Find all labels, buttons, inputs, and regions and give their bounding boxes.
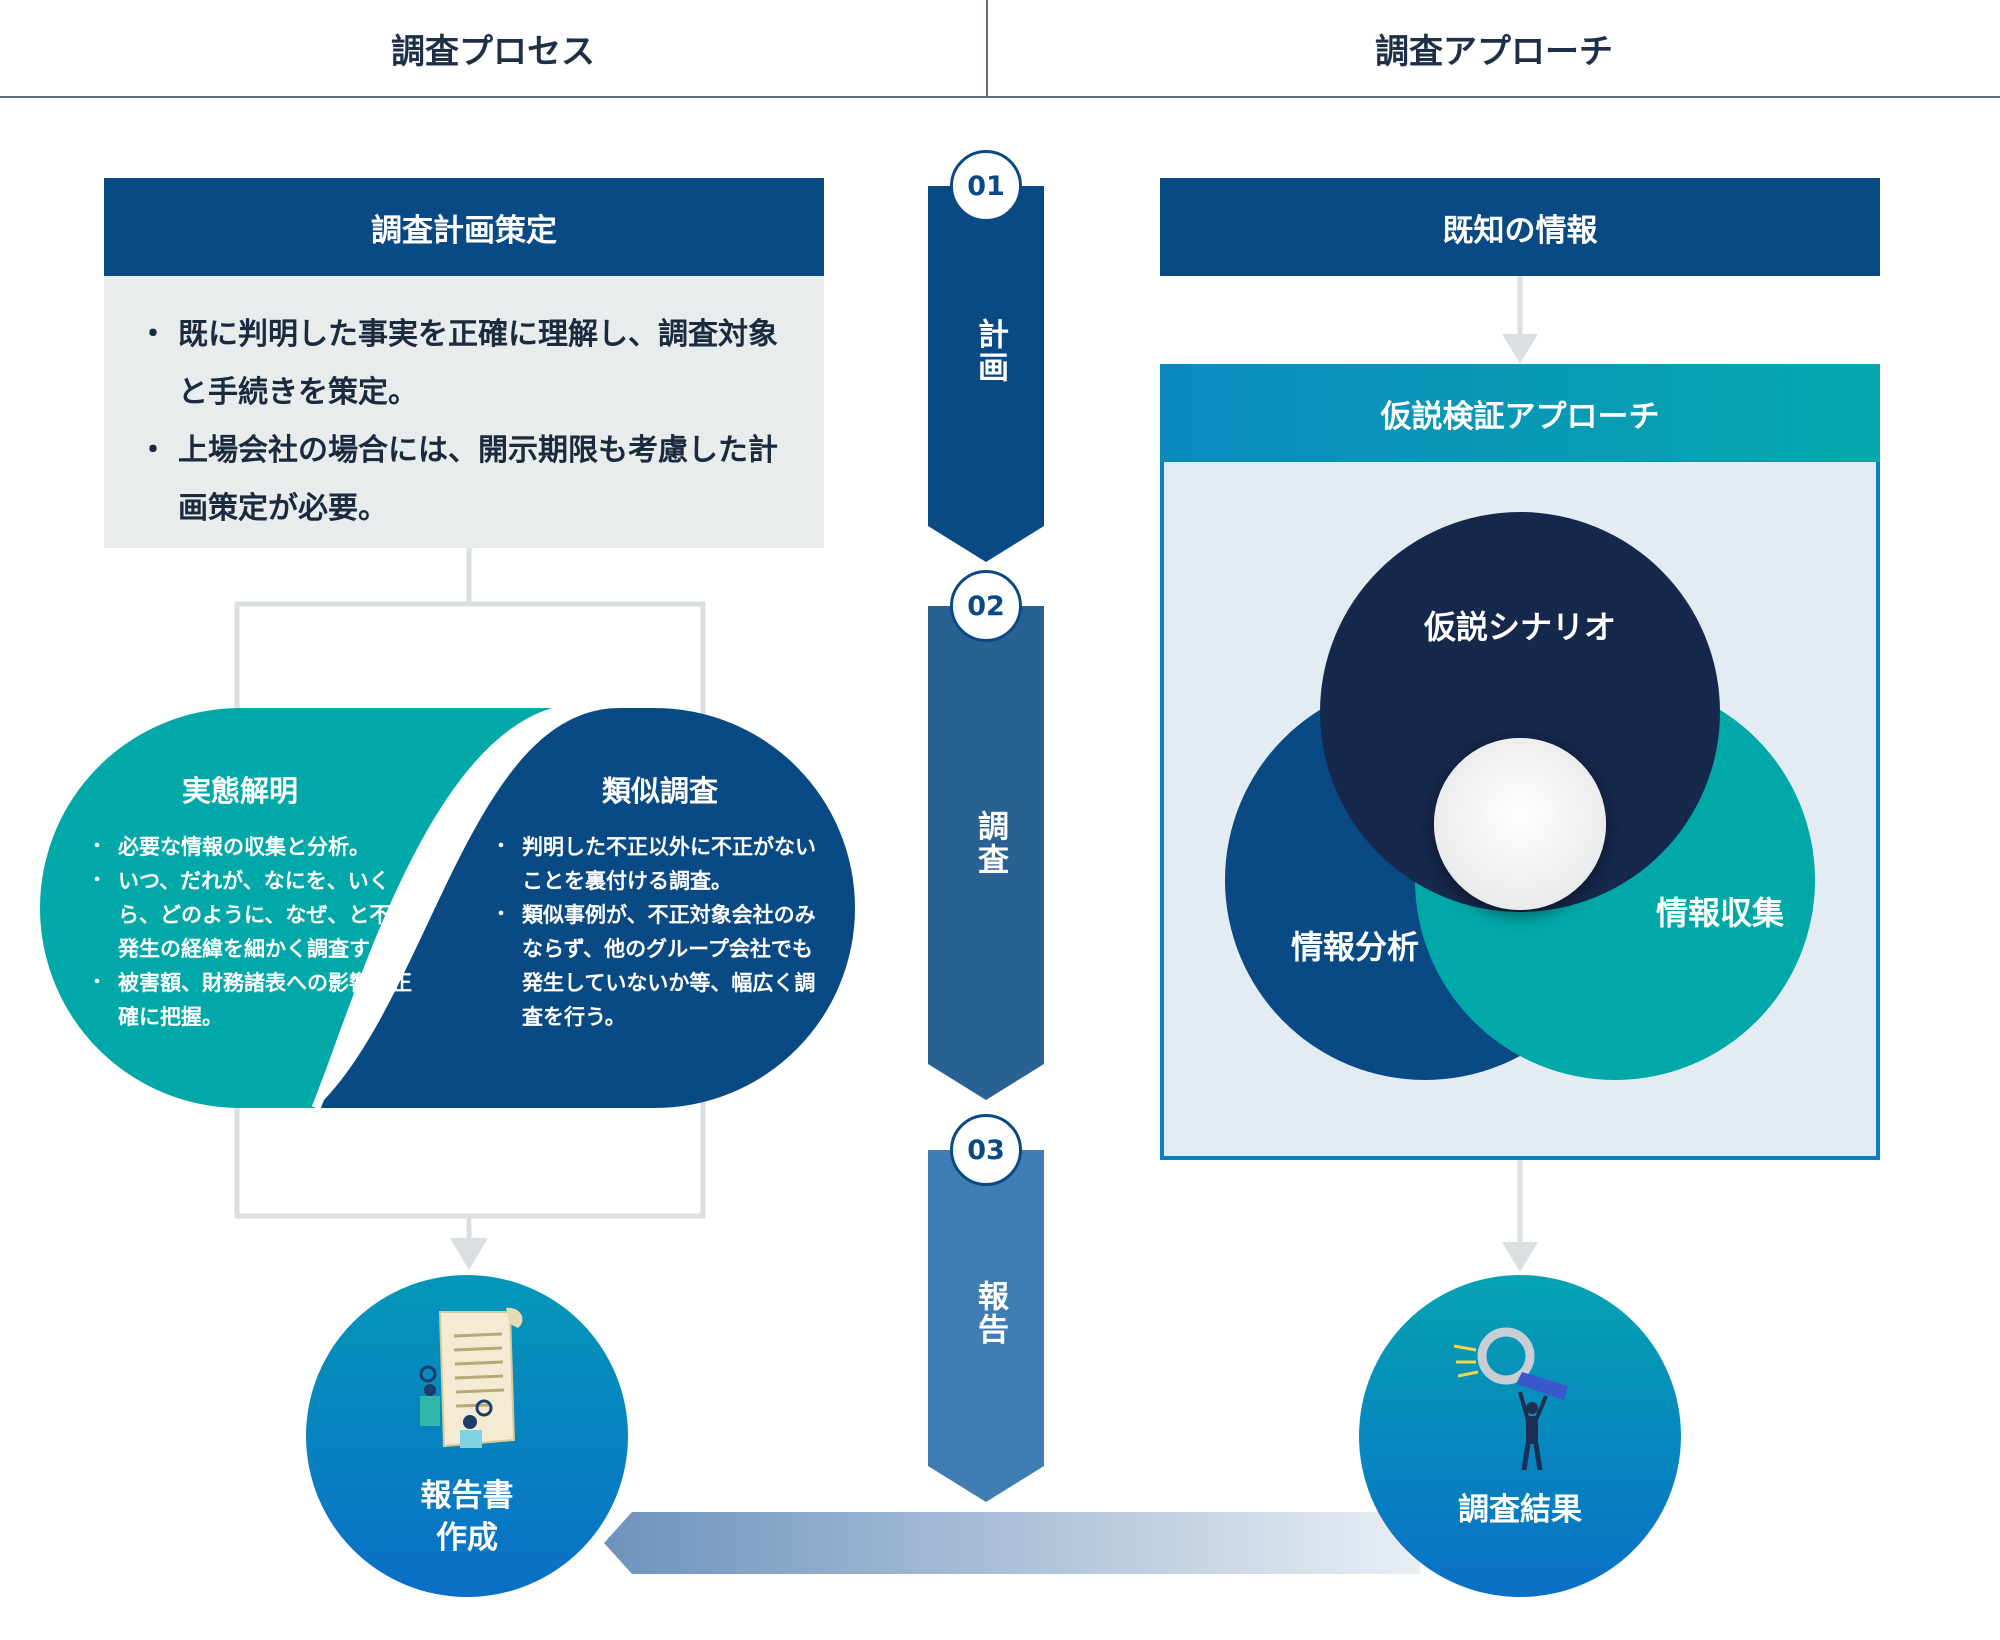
result-to-report-arrow — [604, 1512, 1420, 1574]
report-label: 報告書 作成 — [306, 1475, 628, 1559]
fact-title: 実態解明 — [181, 774, 298, 808]
header-divider — [0, 96, 2000, 98]
venn-overlap — [1434, 738, 1606, 910]
step-label-investigate: 調査 — [972, 810, 1008, 876]
known-info-title: 既知の情報 — [1160, 178, 1880, 276]
fact-bullets: 必要な情報の収集と分析。 いつ、だれが、なにを、いくら、どのように、なぜ、と不正… — [88, 830, 414, 1034]
fact-bullet: 必要な情報の収集と分析。 — [88, 830, 414, 864]
step-badge-03: 03 — [950, 1114, 1022, 1186]
fact-bullet: 被害額、財務諸表への影響を正確に把握。 — [88, 966, 414, 1034]
report-label-line1: 報告書 — [420, 1478, 514, 1514]
step-badge-02: 02 — [950, 570, 1022, 642]
plan-body: 既に判明した事実を正確に理解し、調査対象と手続きを策定。 上場会社の場合には、開… — [104, 276, 824, 548]
venn-label-collection: 情報収集 — [1655, 894, 1784, 932]
result-label: 調査結果 — [1458, 1492, 1582, 1528]
step-arrow-investigate — [928, 606, 1044, 1100]
fact-bullet: いつ、だれが、なにを、いくら、どのように、なぜ、と不正発生の経緯を細かく調査する… — [88, 864, 414, 966]
header-process: 調査プロセス — [391, 31, 595, 72]
document-illustration-icon — [419, 1307, 523, 1448]
header-vertical-divider — [986, 0, 988, 96]
step-timeline: 01 計画 02 調査 03 報告 — [926, 150, 1046, 1510]
step-arrow-plan — [928, 186, 1044, 562]
venn-label-scenario: 仮説シナリオ — [1423, 608, 1616, 646]
hypothesis-title: 仮説検証アプローチ — [1160, 364, 1880, 462]
result-circle — [1359, 1275, 1681, 1597]
similar-bullets: 判明した不正以外に不正がないことを裏付ける調査。 類似事例が、不正対象会社のみな… — [492, 830, 816, 1034]
plan-bullets: 既に判明した事実を正確に理解し、調査対象と手続きを策定。 上場会社の場合には、開… — [138, 306, 784, 538]
step-label-report: 報告 — [972, 1280, 1008, 1346]
report-label-line2: 作成 — [436, 1520, 498, 1556]
venn-circle-scenario — [1320, 512, 1720, 912]
venn-label-analysis: 情報分析 — [1290, 928, 1419, 966]
step-arrow-report — [928, 1150, 1044, 1502]
step-label-plan: 計画 — [972, 318, 1008, 384]
plan-bullet: 既に判明した事実を正確に理解し、調査対象と手続きを策定。 — [138, 306, 784, 422]
header-approach: 調査アプローチ — [1375, 31, 1613, 72]
similar-bullet: 類似事例が、不正対象会社のみならず、他のグループ会社でも発生していないか等、幅広… — [492, 898, 816, 1034]
similar-title: 類似調査 — [601, 774, 718, 808]
plan-title: 調査計画策定 — [104, 178, 824, 276]
step-arrows — [928, 186, 1044, 1502]
approach-connectors — [1502, 276, 1538, 1272]
similar-bullet: 判明した不正以外に不正がないことを裏付ける調査。 — [492, 830, 816, 898]
step-badge-01: 01 — [950, 150, 1022, 222]
magnifier-illustration-icon — [1453, 1327, 1568, 1471]
plan-bullet: 上場会社の場合には、開示期限も考慮した計画策定が必要。 — [138, 422, 784, 538]
